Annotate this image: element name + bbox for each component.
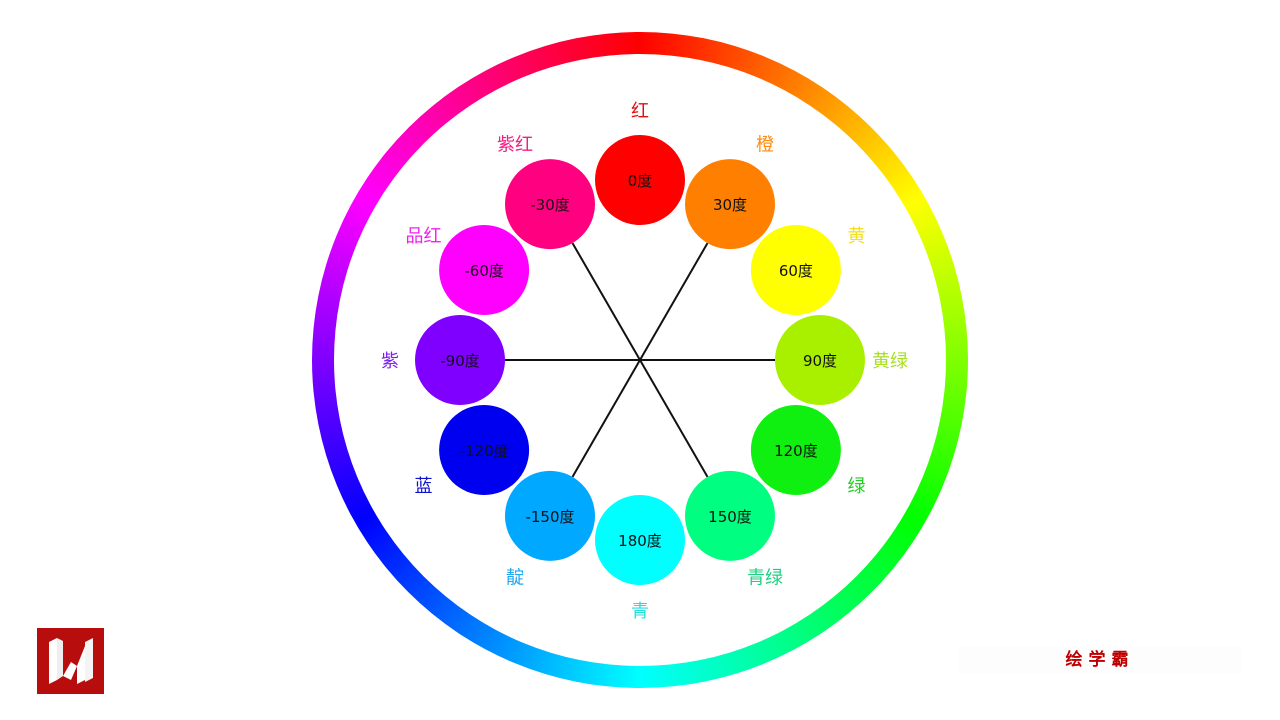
hue-name-label: 紫 <box>381 351 399 372</box>
hue-name-label: 黄绿 <box>872 351 908 372</box>
hue-name-label: 黄 <box>848 226 866 247</box>
hue-circle <box>505 159 595 250</box>
hue-circle <box>415 315 505 405</box>
hue-degree-label: -30度 <box>530 196 570 214</box>
logo <box>37 628 104 694</box>
hue-name-label: 紫红 <box>497 134 533 155</box>
hue-circle <box>685 159 775 250</box>
hue-degree-label: -90度 <box>440 352 480 370</box>
hue-degree-label: 90度 <box>803 352 837 370</box>
hue-circle <box>505 470 595 561</box>
hue-circle <box>685 470 775 561</box>
hue-name-label: 红 <box>631 101 649 122</box>
hue-name-label: 青 <box>631 601 649 622</box>
hue-circle <box>775 315 865 405</box>
hue-circle <box>439 405 530 495</box>
hue-name-label: 靛 <box>506 568 524 589</box>
hue-circle <box>750 225 841 315</box>
hue-degree-label: -120度 <box>460 442 509 460</box>
hue-circle <box>750 405 841 495</box>
hue-circle <box>595 135 685 225</box>
hue-name-label: 蓝 <box>414 476 432 497</box>
hue-degree-label: 180度 <box>618 532 662 550</box>
hue-degree-label: 0度 <box>628 172 653 190</box>
hue-degree-label: 150度 <box>708 508 752 526</box>
connector-line <box>571 242 709 478</box>
hue-circle <box>439 225 530 315</box>
hue-degree-label: 120度 <box>774 442 818 460</box>
brand-text: 绘学霸 <box>958 646 1242 674</box>
hue-name-label: 绿 <box>848 476 866 497</box>
hue-degree-label: -60度 <box>464 262 504 280</box>
hue-name-label: 青绿 <box>747 568 783 589</box>
hue-degree-label: 60度 <box>779 262 813 280</box>
hue-degree-label: -150度 <box>525 508 574 526</box>
logo-w-icon <box>49 638 93 684</box>
hue-name-label: 品红 <box>405 226 441 247</box>
hue-circle <box>595 495 685 585</box>
hue-degree-label: 30度 <box>713 196 747 214</box>
hue-name-label: 橙 <box>756 134 774 155</box>
